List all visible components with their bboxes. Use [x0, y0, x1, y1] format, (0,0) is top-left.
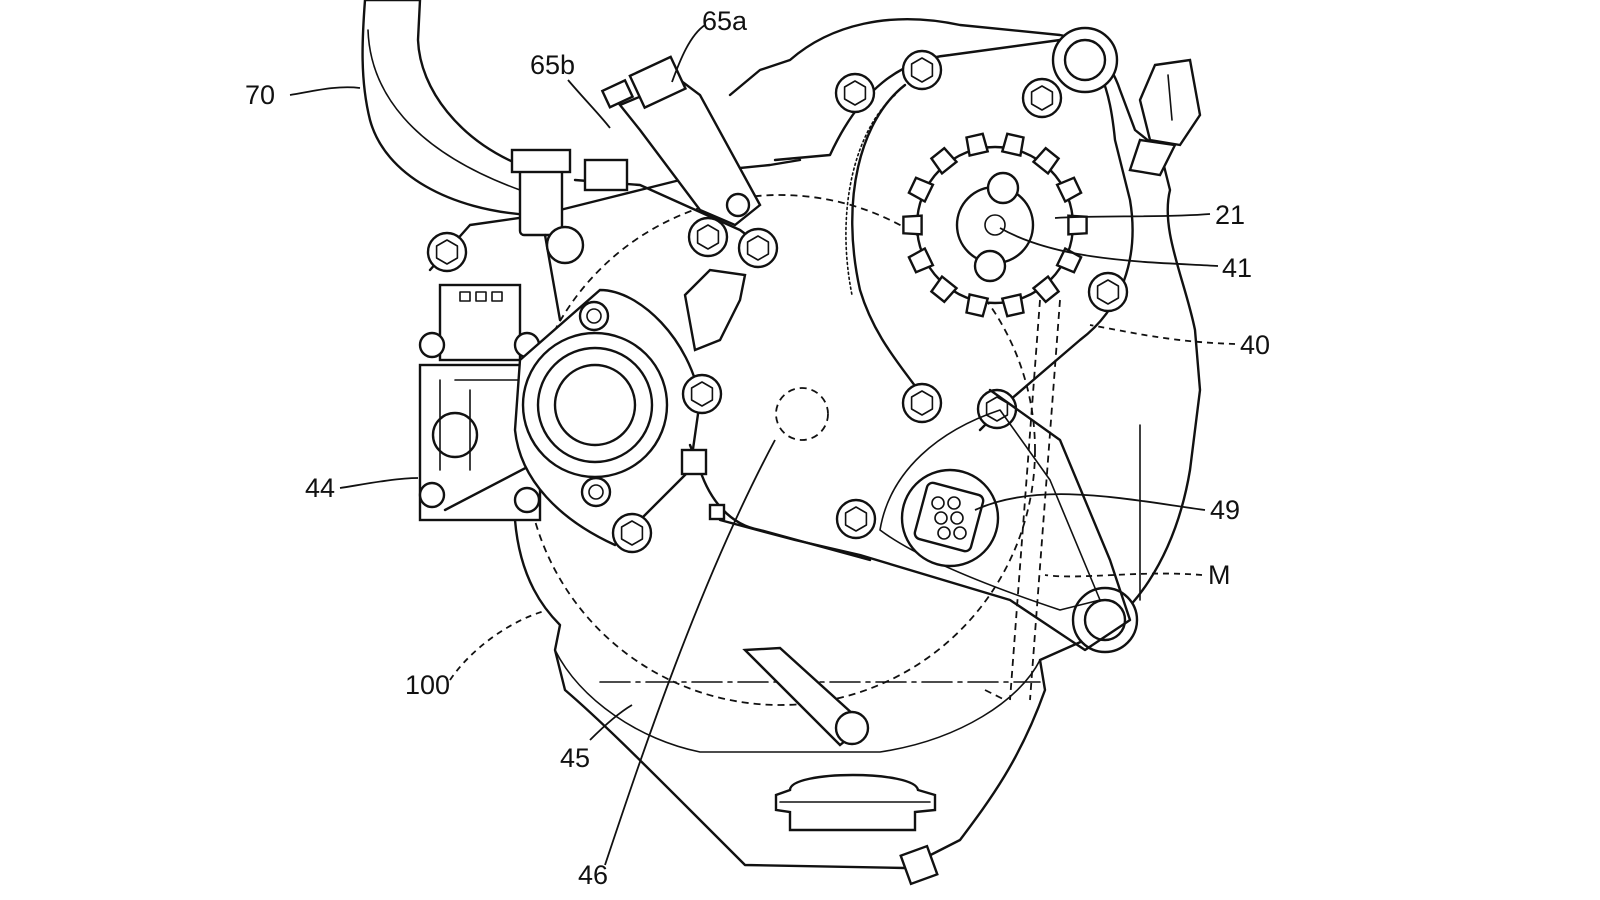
bolt-head: [611, 512, 653, 554]
bolt-hex: [843, 80, 867, 106]
pipe-70-inner-line: [367, 29, 521, 191]
sprocket-tooth: [1067, 214, 1088, 236]
leader-21: [1054, 213, 1211, 219]
leader-44: [339, 477, 419, 489]
label-100: 100: [405, 670, 450, 700]
connector-pin: [953, 526, 967, 540]
sprocket-tooth: [907, 246, 935, 274]
sprocket-21: [915, 145, 1075, 305]
connector-pin: [934, 511, 948, 525]
sprocket-tooth: [1031, 146, 1061, 176]
sprocket-tooth: [965, 132, 990, 157]
leader-40: [1089, 324, 1236, 345]
bolt-hex: [1096, 279, 1120, 305]
bottom-bolt: [899, 844, 939, 886]
plate-arc-inner: [851, 83, 927, 402]
sprocket-tooth: [907, 176, 935, 204]
leader-M: [1044, 572, 1203, 578]
sprocket-teeth: [902, 132, 1088, 318]
bolt-head: [1021, 77, 1063, 119]
wire-harness: [688, 443, 872, 562]
bolt-hex: [746, 235, 770, 261]
label-65b: 65b: [530, 50, 575, 80]
crankcase-outline: [513, 18, 1202, 870]
upper-bracket: [428, 158, 802, 272]
bolt-group: [426, 49, 1129, 554]
bolt-head: [737, 227, 779, 269]
pipe-70: [361, 0, 532, 217]
label-41: 41: [1222, 253, 1252, 283]
sprocket-tooth: [1000, 132, 1025, 157]
top-right-fitting: [1128, 58, 1202, 177]
boss-holes: [545, 26, 1139, 654]
dashed-rotor-circle: [524, 194, 1036, 706]
label-46: 46: [578, 860, 608, 890]
bolt-hex: [620, 520, 644, 546]
connector-pin: [950, 511, 964, 525]
bolt-head: [687, 216, 729, 258]
bolt-head: [901, 382, 943, 424]
bolt-head: [426, 231, 468, 273]
bolt-head: [834, 72, 876, 114]
leader-45: [589, 704, 633, 741]
label-70: 70: [245, 80, 275, 110]
leader-46: [604, 439, 776, 866]
sprocket-tooth: [902, 214, 923, 236]
bent-bracket: [683, 268, 747, 352]
plate-arc-hatch: [845, 94, 896, 296]
label-44: 44: [305, 473, 335, 503]
sprocket-tooth: [929, 274, 959, 304]
bolt-head: [681, 373, 723, 415]
bolt-hex: [435, 239, 459, 265]
label-M: M: [1208, 560, 1231, 590]
dashed-part-right: [984, 299, 1061, 701]
bolt-head: [1087, 271, 1129, 313]
connector-pin: [947, 496, 961, 510]
wire-clip-2: [708, 503, 726, 521]
sprocket-tooth: [1055, 176, 1083, 204]
leader-65b: [567, 79, 611, 129]
sprocket-tooth: [929, 146, 959, 176]
bolt-head: [901, 49, 943, 91]
small-dashed-circle: [775, 387, 829, 441]
leader-65a: [671, 24, 706, 83]
bolt-hex: [910, 57, 934, 83]
leader-70: [289, 86, 361, 96]
sprocket-tooth: [1000, 293, 1025, 318]
sprocket-tooth: [1031, 274, 1061, 304]
label-45: 45: [560, 743, 590, 773]
leader-100: [449, 609, 549, 681]
connector-49: [900, 468, 1000, 568]
bolt-hex: [1030, 85, 1054, 111]
bolt-head: [835, 498, 877, 540]
cylinder-flange: [513, 288, 702, 547]
label-40: 40: [1240, 330, 1270, 360]
bolt-hex: [844, 506, 868, 532]
bolt-hex: [690, 381, 714, 407]
connector-pin: [937, 526, 951, 540]
sensor-65a: [600, 55, 762, 227]
leader-49: [974, 493, 1206, 511]
label-21: 21: [1215, 200, 1245, 230]
bolt-hex: [910, 390, 934, 416]
label-65a: 65a: [702, 6, 748, 36]
label-49: 49: [1210, 495, 1240, 525]
bolt-hex: [696, 224, 720, 250]
lever-bottom: [742, 646, 937, 832]
sprocket-tooth: [965, 293, 990, 318]
wire-clip: [680, 448, 708, 476]
leader-41: [999, 227, 1219, 267]
connector-pin: [931, 496, 945, 510]
